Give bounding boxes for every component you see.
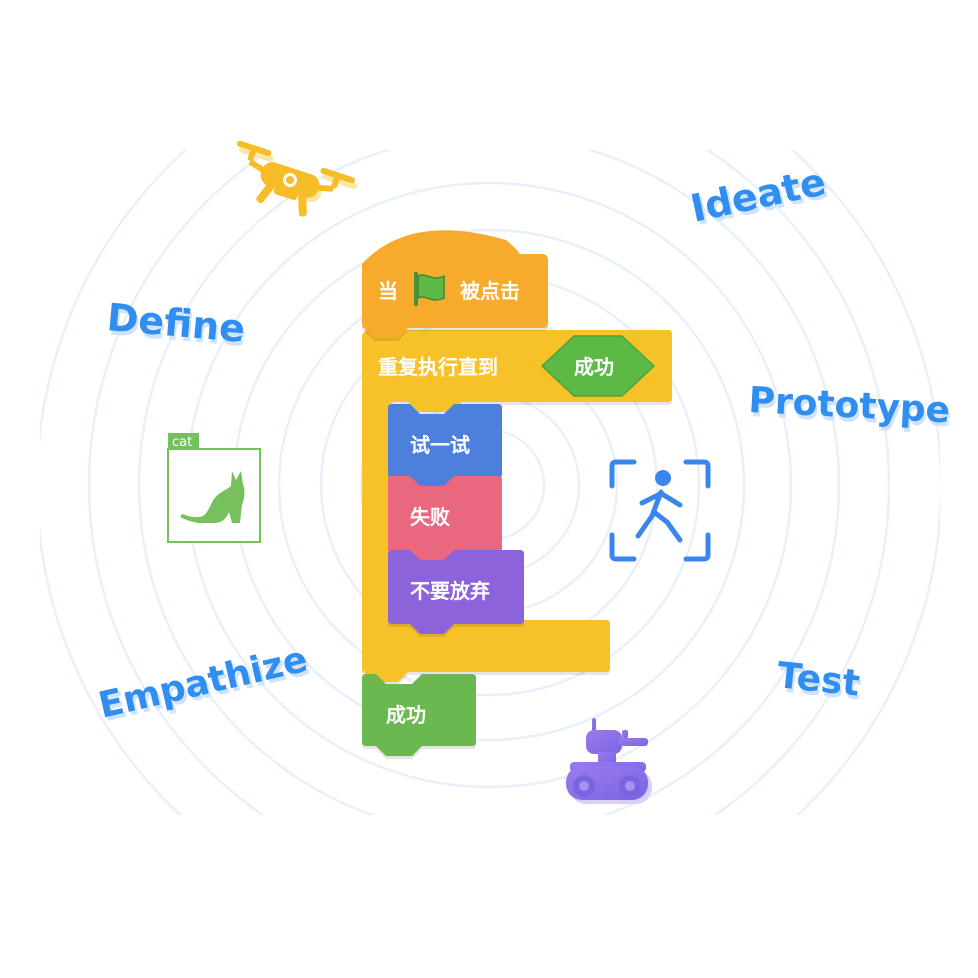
fail-label: 失败	[410, 505, 450, 529]
condition-label: 成功	[574, 355, 614, 379]
never-give-up-block[interactable]: 不要放弃	[388, 550, 524, 634]
word-test: Test Test	[775, 655, 864, 709]
drone-icon	[236, 140, 358, 217]
try-label: 试一试	[410, 433, 470, 457]
word-prototype: Prototype Prototype	[748, 380, 953, 436]
fail-block[interactable]: 失败	[388, 476, 502, 562]
svg-text:Test: Test	[777, 659, 864, 708]
never-give-up-label: 不要放弃	[410, 579, 490, 603]
cat-sprite: cat	[167, 433, 261, 543]
try-block[interactable]: 试一试	[388, 404, 502, 488]
repeat-until-label: 重复执行直到	[378, 355, 498, 379]
sprite-label-tag	[168, 433, 199, 450]
hat-prefix: 当	[378, 279, 398, 303]
word-ideate: Ideate Ideate	[687, 159, 833, 234]
svg-text:Test: Test	[775, 655, 862, 704]
word-empathize: Empathize Empathize	[95, 639, 314, 730]
success-block[interactable]: 成功	[362, 674, 476, 756]
sprite-label: cat	[172, 435, 192, 450]
hat-suffix: 被点击	[460, 279, 520, 303]
success-label: 成功	[386, 703, 426, 727]
green-flag-icon[interactable]	[414, 272, 445, 306]
robot-tank-icon	[566, 718, 652, 804]
condition-success[interactable]: 成功	[540, 335, 656, 397]
svg-text:Empathize: Empathize	[95, 639, 311, 727]
person-detection-icon	[609, 459, 711, 562]
word-define: Define Define	[105, 295, 248, 355]
when-flag-clicked-block[interactable]: 当 被点击	[362, 230, 548, 338]
cat-icon	[180, 471, 245, 523]
